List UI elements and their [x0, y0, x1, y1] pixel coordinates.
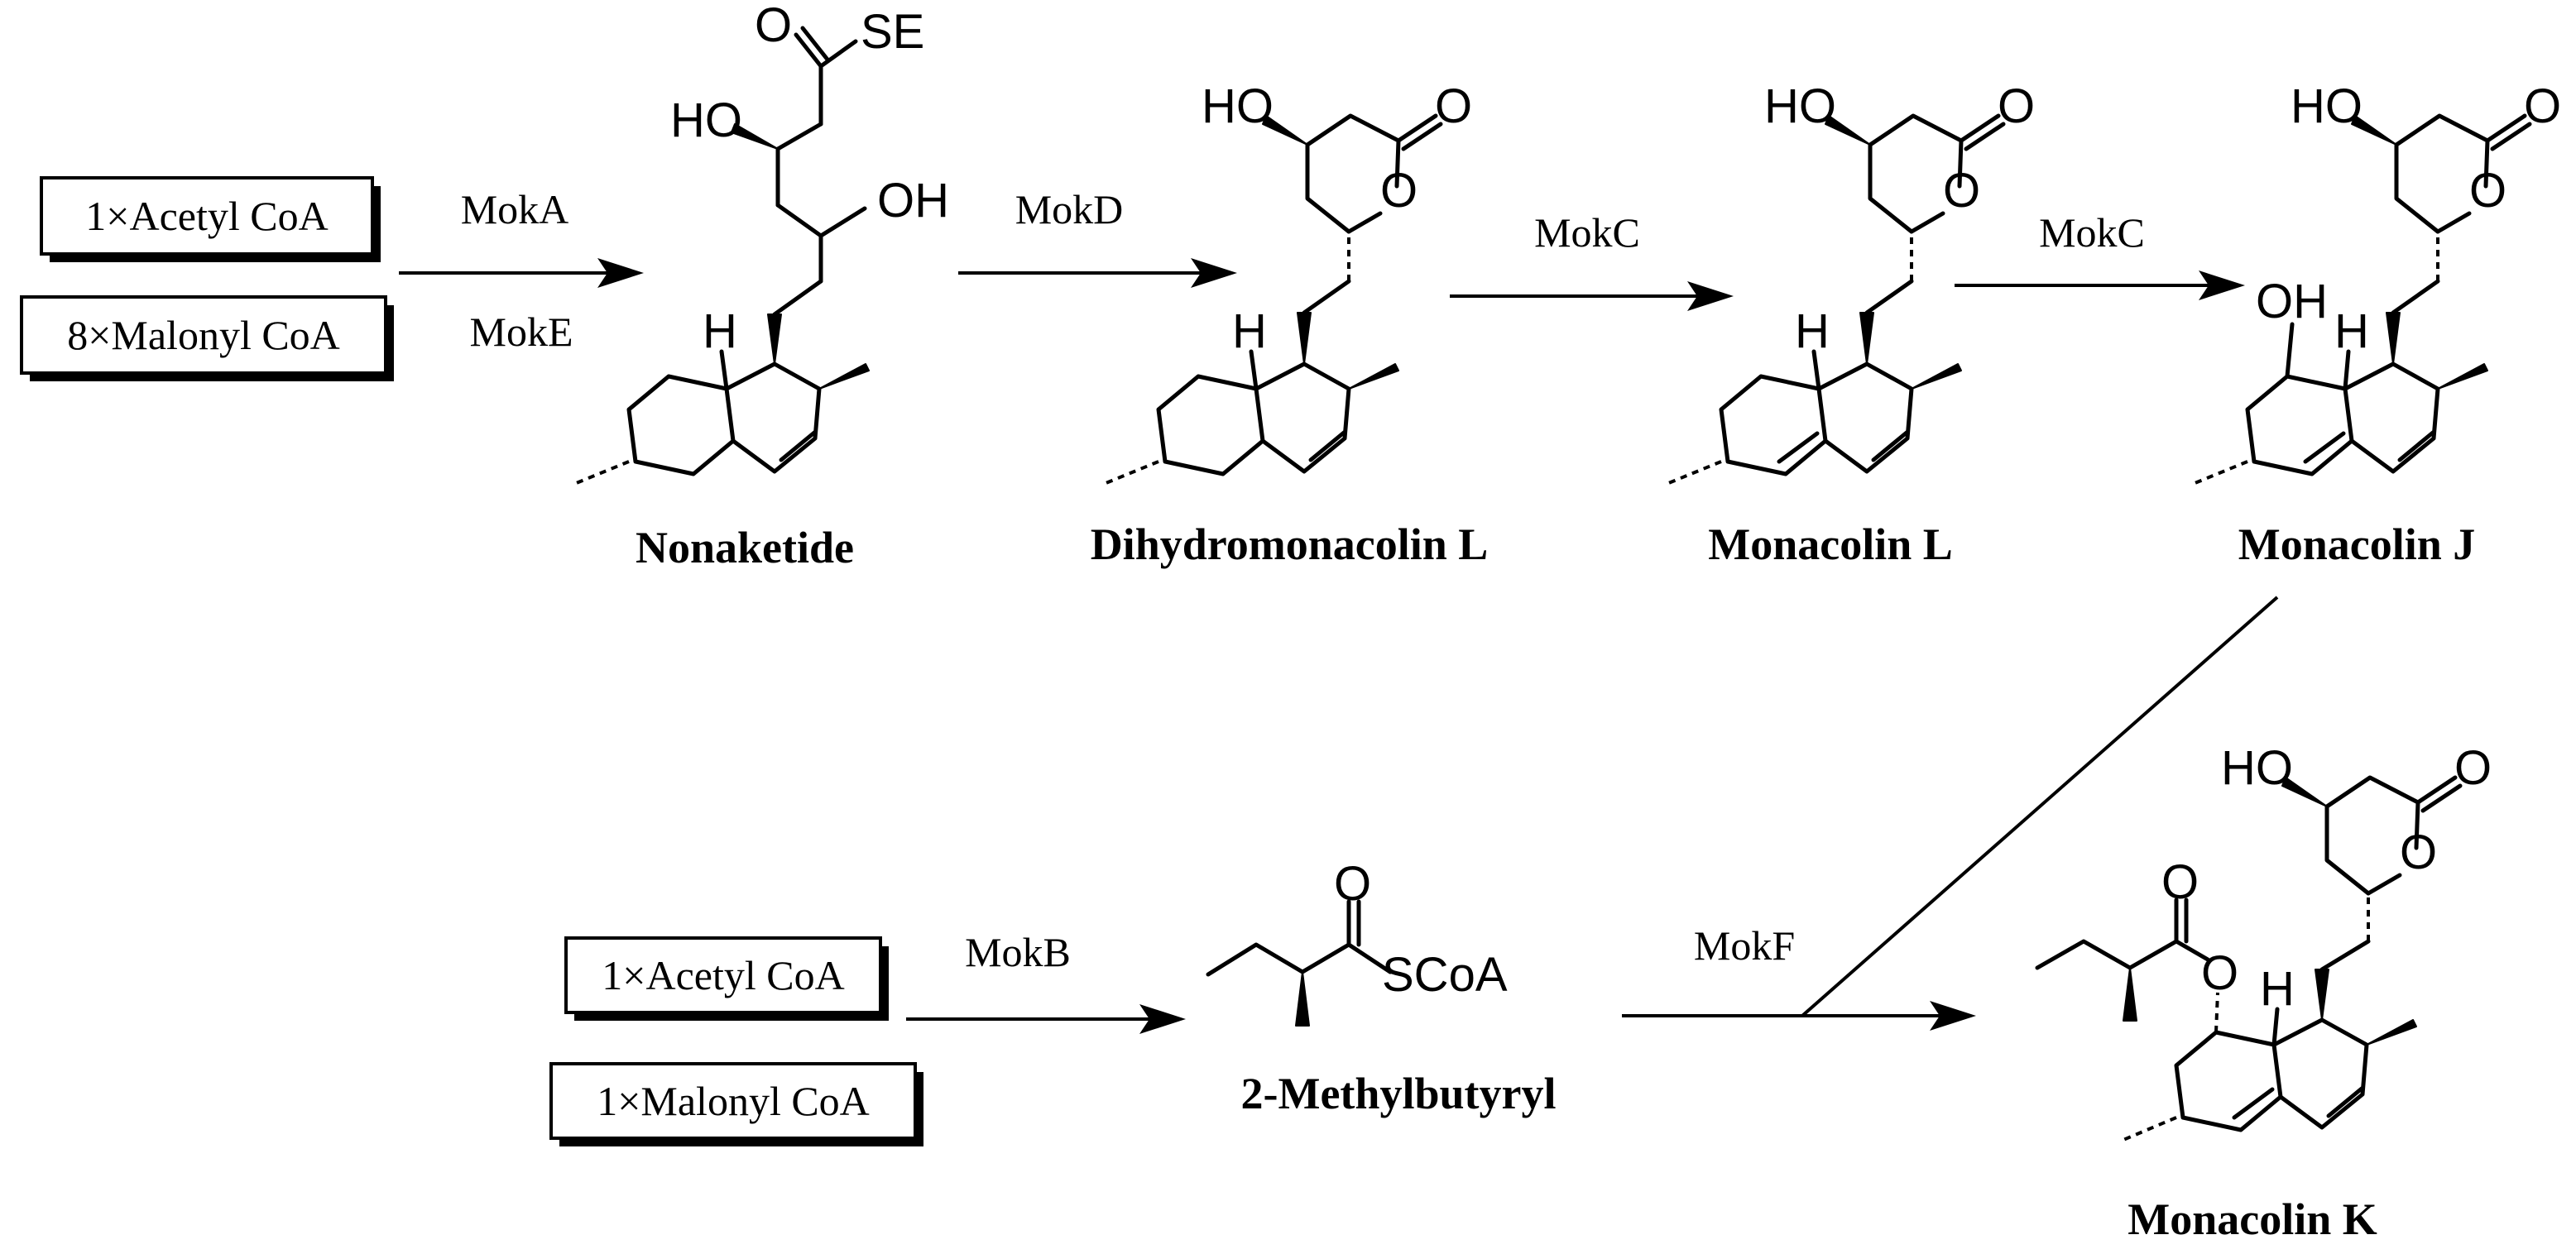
label-monacolin-j: Monacolin J — [2238, 519, 2476, 569]
atom-o: O — [2524, 79, 2561, 133]
structure-monacolin-l: H O O HO — [1666, 79, 2035, 486]
structure-monacolin-k: H O O HO O O — [2035, 741, 2492, 1142]
input-acetyl-coa-box-bottom: 1×Acetyl CoA — [564, 936, 889, 1021]
atom-h: H — [1232, 304, 1267, 358]
atom-o: O — [1435, 79, 1472, 133]
arrow-mokf — [1622, 596, 2279, 1031]
arrow-mokd — [958, 258, 1237, 288]
label-monacolin-l: Monacolin L — [1708, 519, 1953, 569]
atom-o: O — [2400, 826, 2437, 879]
structure-monacolin-j: H OH O O HO — [2192, 79, 2561, 486]
enzyme-mokb: MokB — [965, 929, 1071, 975]
enzyme-mokd: MokD — [1015, 186, 1124, 232]
atom-ho: HO — [1764, 79, 1836, 133]
atom-o: O — [2161, 855, 2199, 909]
input-malonyl-coa-box-top: 8×Malonyl CoA — [20, 295, 394, 381]
enzyme-moka: MokA — [461, 186, 569, 232]
structure-nonaketide: H OH HO O SE — [573, 0, 949, 486]
structure-dihydromonacolin-l: H O O HO — [1103, 79, 1472, 486]
atom-o: O — [2469, 164, 2506, 218]
atom-h: H — [2334, 304, 2369, 358]
atom-ho: HO — [670, 93, 742, 147]
atom-h: H — [1795, 304, 1830, 358]
arrow-mokb — [906, 1004, 1186, 1034]
arrow-moka-moke — [399, 258, 644, 288]
enzyme-mokf: MokF — [1694, 922, 1795, 969]
label-dihydromonacolin-l: Dihydromonacolin L — [1091, 519, 1489, 569]
enzyme-moke: MokE — [470, 309, 573, 355]
arrow-mokc-2 — [1955, 270, 2245, 300]
enzyme-mokc-2: MokC — [2039, 209, 2145, 256]
atom-o: O — [2201, 946, 2238, 1000]
atom-oh: OH — [877, 174, 949, 227]
input-malonyl-coa-box-bottom: 1×Malonyl CoA — [549, 1062, 923, 1146]
atom-se: SE — [861, 5, 924, 59]
atom-o: O — [1334, 857, 1371, 911]
input-malonyl-coa-label-bottom: 1×Malonyl CoA — [597, 1078, 870, 1124]
atom-oh: OH — [2256, 275, 2328, 328]
atom-h: H — [2260, 962, 2295, 1016]
atom-scoa: SCoA — [1382, 948, 1508, 1002]
atom-o: O — [1380, 164, 1418, 218]
input-acetyl-coa-label: 1×Acetyl CoA — [85, 193, 328, 239]
atom-h: H — [703, 304, 737, 358]
input-acetyl-coa-box-top: 1×Acetyl CoA — [40, 176, 381, 262]
arrow-mokc-1 — [1450, 281, 1734, 311]
atom-o: O — [2454, 741, 2492, 795]
label-nonaketide: Nonaketide — [636, 523, 854, 572]
atom-ho: HO — [1202, 79, 1274, 133]
label-2-methylbutyryl: 2-Methylbutyryl — [1241, 1069, 1557, 1118]
input-acetyl-coa-label-bottom: 1×Acetyl CoA — [602, 952, 844, 998]
input-malonyl-coa-label: 8×Malonyl CoA — [67, 312, 340, 358]
atom-o: O — [1943, 164, 1980, 218]
label-monacolin-k: Monacolin K — [2127, 1194, 2377, 1244]
atom-o: O — [1998, 79, 2035, 133]
atom-ho: HO — [2291, 79, 2363, 133]
atom-o: O — [755, 0, 792, 52]
enzyme-mokc-1: MokC — [1534, 209, 1640, 256]
atom-ho: HO — [2221, 741, 2293, 795]
structure-2-methylbutyryl: O SCoA — [1206, 857, 1508, 1027]
